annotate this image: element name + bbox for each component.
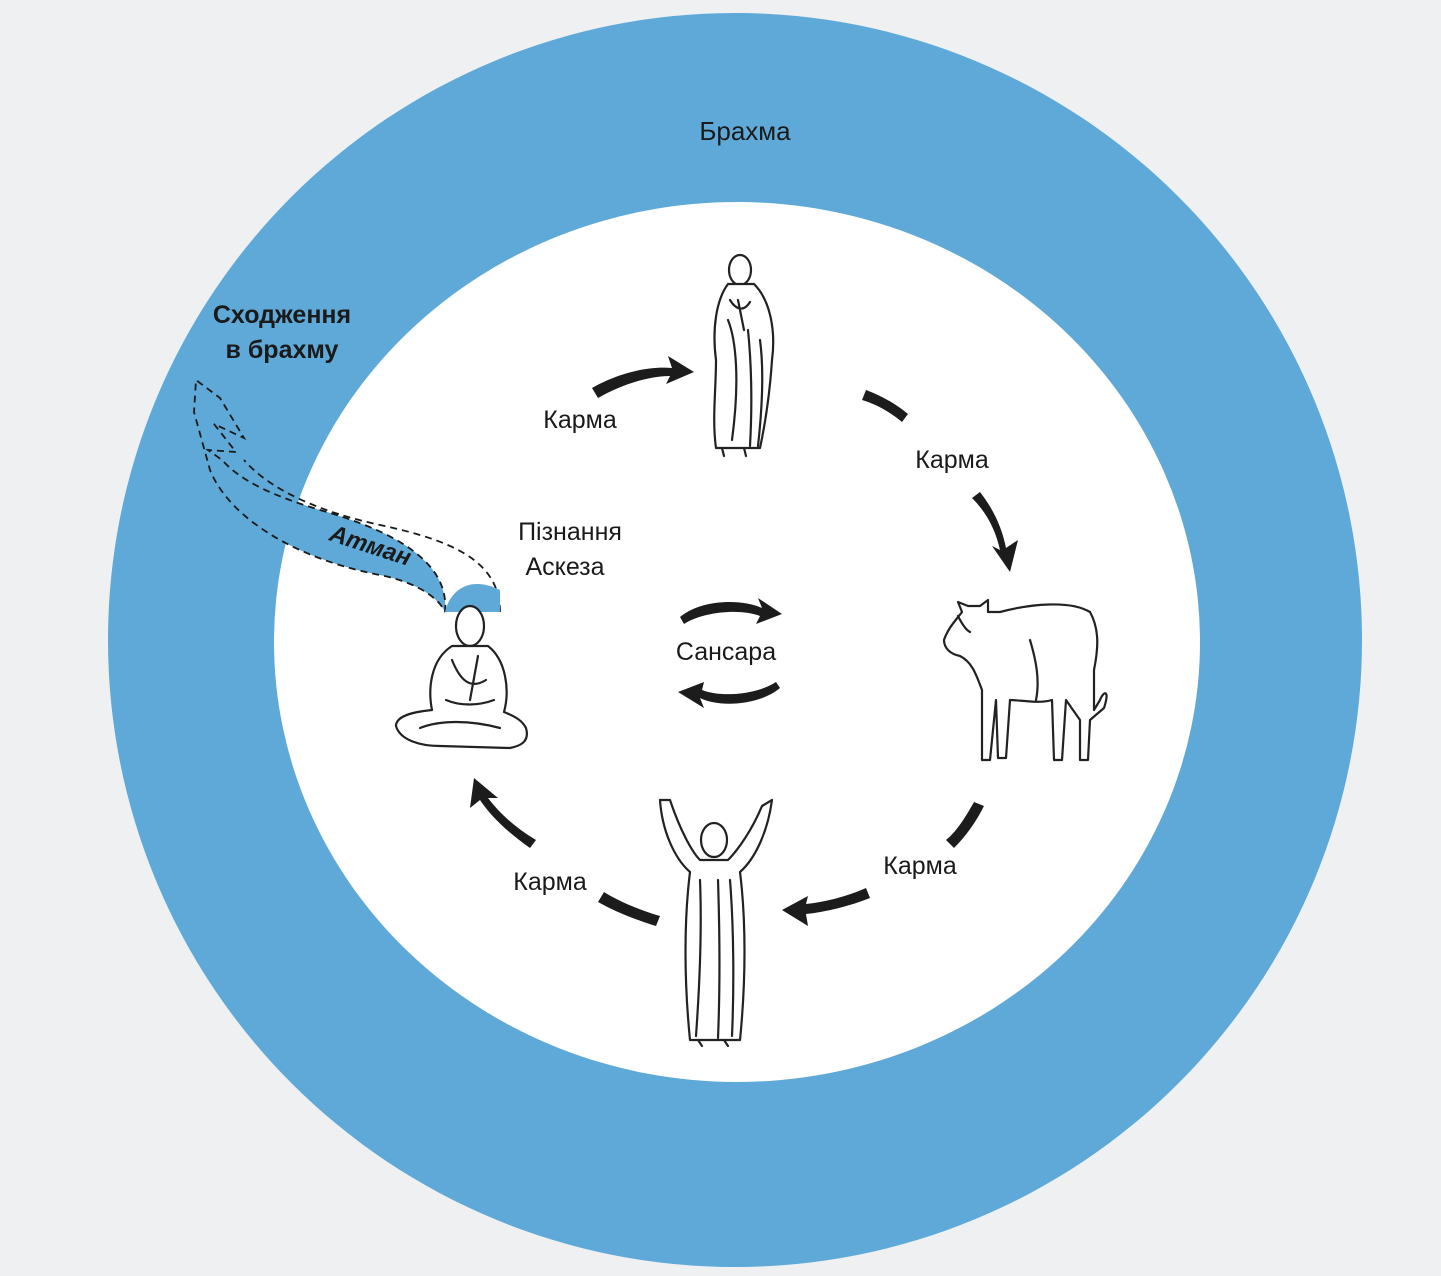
karma-label-bottom-right: Карма xyxy=(883,852,957,880)
knowledge-label: Пізнання xyxy=(518,518,622,546)
samsara-label: Сансара xyxy=(676,638,776,666)
karma-label-bottom-left: Карма xyxy=(513,868,587,896)
ascent-label-line1: Сходження xyxy=(213,301,351,329)
karma-label-top-right: Карма xyxy=(915,446,989,474)
ring-label: Брахма xyxy=(699,116,791,146)
asceticism-label: Аскеза xyxy=(525,553,604,581)
karma-label-top-left: Карма xyxy=(543,406,617,434)
ascent-label-line2: в брахму xyxy=(226,336,339,364)
